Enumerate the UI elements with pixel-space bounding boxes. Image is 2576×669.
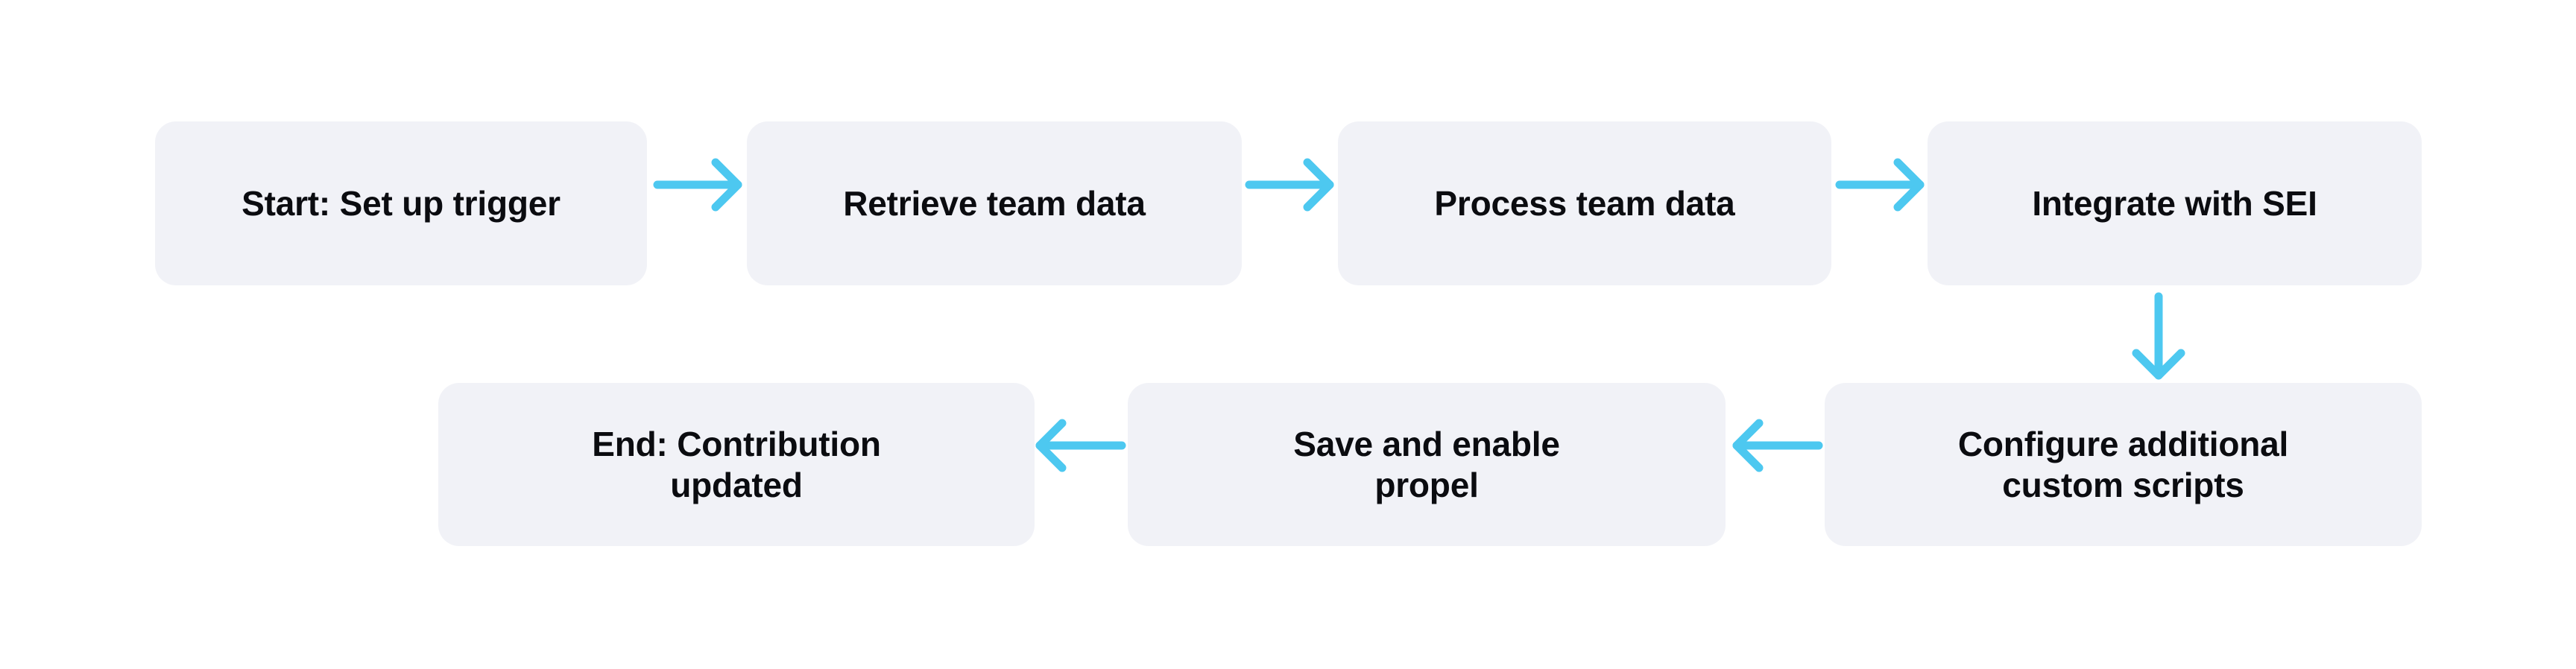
flow-node-integrate[interactable]: Integrate with SEI	[1928, 121, 2422, 285]
flow-arrow-down	[2132, 292, 2185, 380]
flow-node-process[interactable]: Process team data	[1338, 121, 1831, 285]
flow-arrow-right	[653, 158, 742, 212]
flow-node-save[interactable]: Save and enable propel	[1128, 383, 1726, 546]
flow-node-end[interactable]: End: Contribution updated	[438, 383, 1035, 546]
flow-node-start[interactable]: Start: Set up trigger	[155, 121, 647, 285]
flow-arrow-left	[1035, 419, 1126, 472]
flow-arrow-right	[1245, 158, 1334, 212]
flow-node-configure[interactable]: Configure additional custom scripts	[1825, 383, 2422, 546]
flow-node-retrieve[interactable]: Retrieve team data	[747, 121, 1242, 285]
flow-arrow-left	[1732, 419, 1823, 472]
flow-arrow-right	[1835, 158, 1925, 212]
